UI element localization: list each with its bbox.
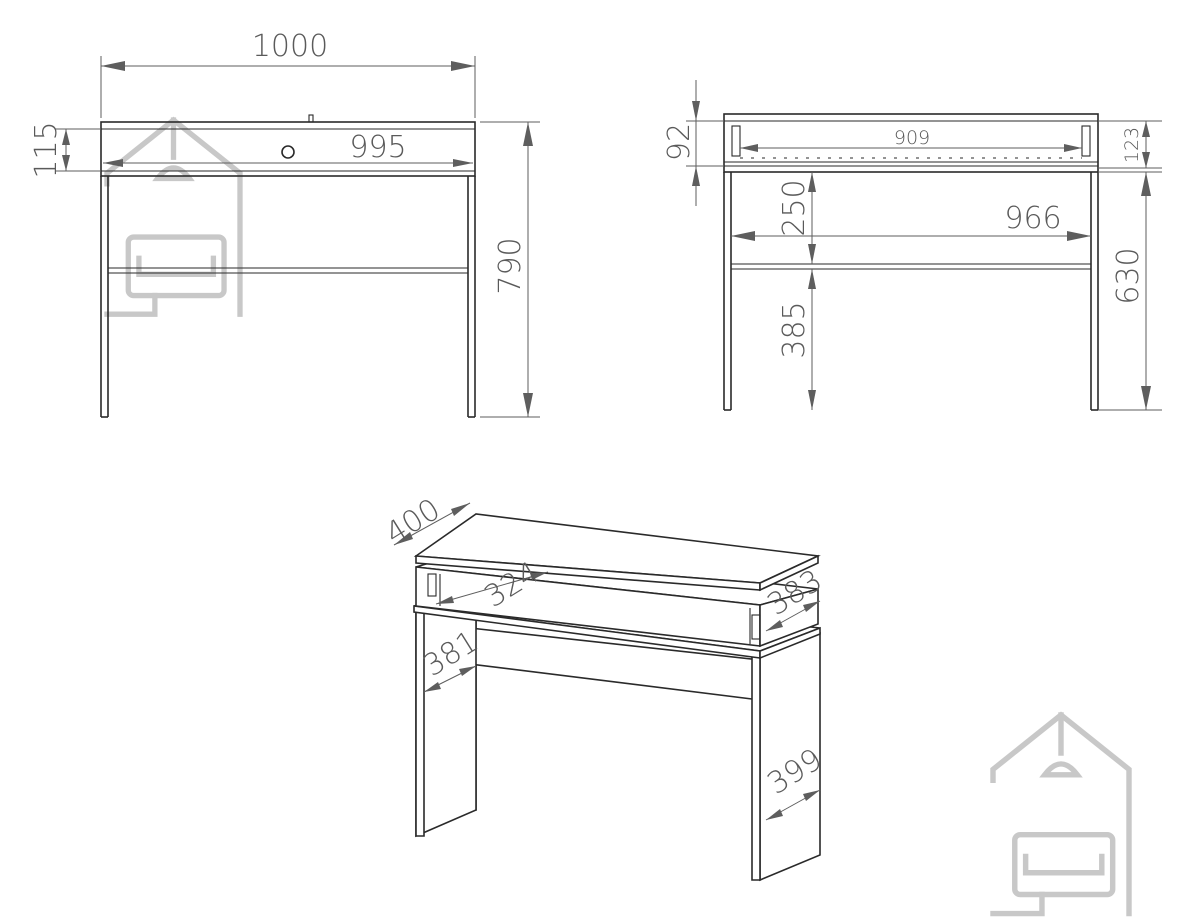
dim-upper-leg: 250	[777, 179, 812, 236]
front-tabletop	[100, 121, 476, 177]
dim-drawer-width: 995	[349, 130, 406, 165]
drawer-knob-icon	[281, 145, 295, 159]
dim-drawer-inner: 909	[894, 127, 930, 149]
dim-lower-leg: 385	[777, 301, 812, 358]
dim-front-top-height: 115	[29, 121, 64, 178]
side-tabletop	[723, 113, 1099, 173]
dim-inner-width: 966	[1004, 201, 1061, 236]
dim-leg-height: 630	[1111, 247, 1146, 304]
iso-view: 400 324 383 381 399	[379, 492, 829, 882]
side-view: 909 92 123 250 966 385	[662, 80, 1162, 411]
dim-total-height: 790	[493, 237, 528, 294]
front-view: 1000 995 115 790	[29, 29, 540, 418]
dim-side-top-height: 123	[1121, 127, 1143, 163]
dim-side-drawer-height: 92	[662, 123, 697, 161]
dim-front-width: 1000	[252, 29, 328, 64]
watermark-logo-front	[107, 120, 240, 314]
watermark-logo-corner	[993, 715, 1129, 914]
